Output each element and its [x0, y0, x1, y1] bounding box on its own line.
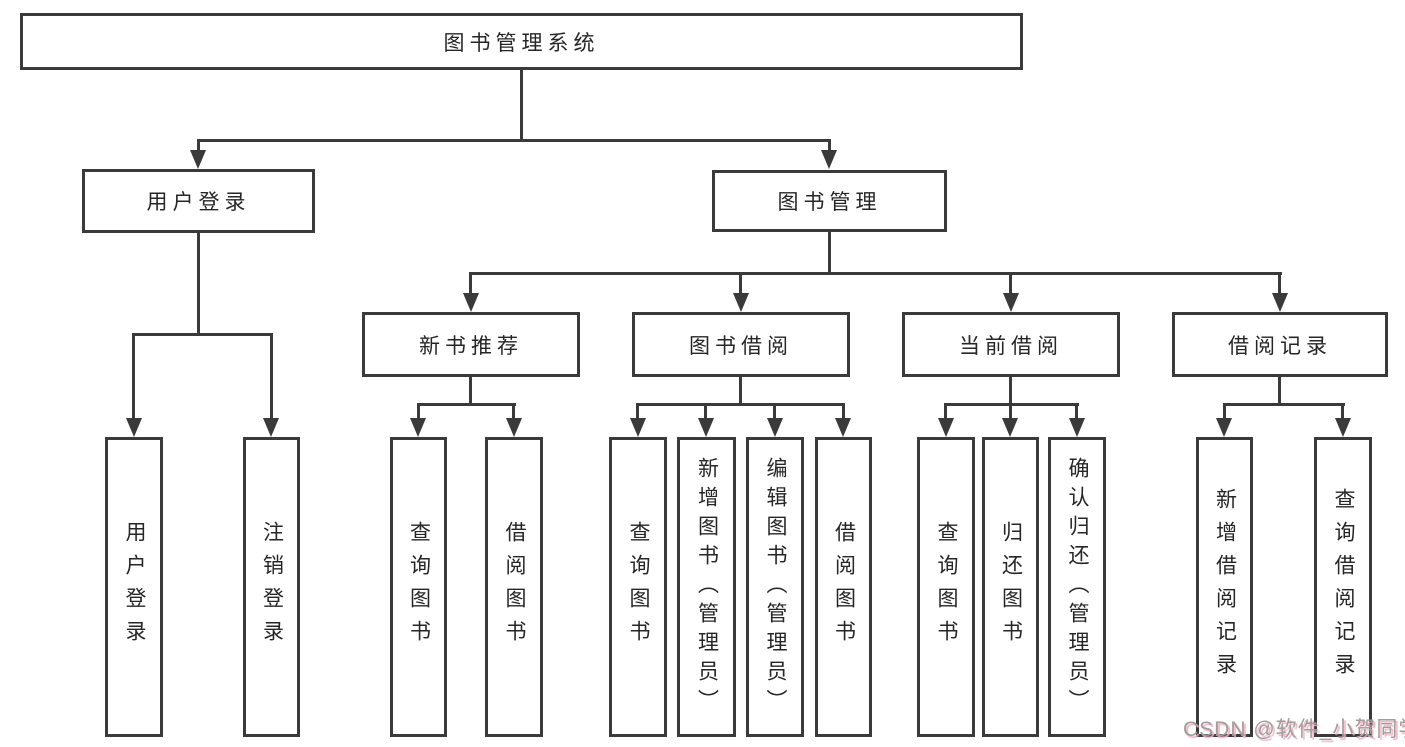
connector-bookborrow-vertical	[739, 377, 742, 406]
leaf-borrow-books: 借阅图书	[485, 437, 543, 737]
connector-newbook-vertical	[469, 377, 472, 406]
connector-newbook-horizontal	[417, 403, 516, 406]
connector-stem-borrowrecords	[1278, 272, 1281, 296]
arrow-down-icon	[1216, 418, 1232, 437]
connector-stem-leaf	[704, 403, 707, 420]
connector-root-vertical	[520, 70, 523, 142]
connector-borrowrecords-vertical	[1278, 377, 1281, 406]
connector-stem-currentborrow	[1009, 272, 1012, 296]
connector-stem-newbook	[469, 272, 472, 296]
leaf-user-login: 用户登录	[105, 437, 163, 737]
leaf-query-books: 查询图书	[917, 437, 975, 737]
node-book-borrowing: 图书借阅	[632, 312, 850, 377]
connector-stem-leaf	[270, 333, 273, 421]
leaf-add-borrow-record: 新增借阅记录	[1196, 437, 1253, 737]
connector-root-horizontal	[197, 139, 831, 142]
leaf-edit-books-admin: 编辑图书（管理员）	[746, 437, 804, 737]
connector-stem-leaf	[512, 403, 515, 420]
connector-stem-book-management	[828, 139, 831, 153]
connector-currentborrow-vertical	[1009, 377, 1012, 406]
leaf-logout: 注销登录	[243, 437, 300, 737]
arrow-down-icon	[733, 293, 749, 312]
node-current-borrowing: 当前借阅	[902, 312, 1120, 377]
connector-stem-leaf	[1223, 403, 1226, 420]
arrow-down-icon	[410, 418, 426, 437]
arrow-down-icon	[263, 418, 279, 437]
arrow-down-icon	[1069, 418, 1085, 437]
leaf-add-books-admin: 新增图书（管理员）	[677, 437, 736, 737]
connector-stem-bookborrow	[739, 272, 742, 296]
arrow-down-icon	[506, 418, 522, 437]
leaf-confirm-return-admin: 确认归还（管理员）	[1048, 437, 1106, 737]
leaf-borrow-books: 借阅图书	[815, 437, 872, 737]
arrow-down-icon	[821, 150, 837, 169]
connector-bookborrow-horizontal	[636, 403, 845, 406]
leaf-return-books: 归还图书	[982, 437, 1039, 737]
node-borrowing-records: 借阅记录	[1172, 312, 1388, 377]
arrow-down-icon	[698, 418, 714, 437]
arrow-down-icon	[835, 418, 851, 437]
connector-bookmgmt-vertical	[828, 232, 831, 274]
arrow-down-icon	[1002, 418, 1018, 437]
arrow-down-icon	[938, 418, 954, 437]
connector-bookmgmt-horizontal	[470, 272, 1282, 275]
leaf-query-books: 查询图书	[609, 437, 667, 737]
connector-stem-leaf	[636, 403, 639, 420]
arrow-down-icon	[1335, 418, 1351, 437]
connector-userlogin-horizontal	[132, 333, 273, 336]
connector-stem-leaf	[1075, 403, 1078, 420]
arrow-down-icon	[190, 150, 206, 169]
connector-stem-leaf	[773, 403, 776, 420]
leaf-query-books: 查询图书	[390, 437, 447, 737]
connector-stem-leaf	[132, 333, 135, 421]
arrow-down-icon	[1003, 293, 1019, 312]
arrow-down-icon	[767, 418, 783, 437]
connector-stem-leaf	[1341, 403, 1344, 420]
connector-stem-leaf	[1009, 403, 1012, 420]
connector-stem-leaf	[842, 403, 845, 420]
connector-stem-leaf	[944, 403, 947, 420]
csdn-watermark: CSDN @软件_小贺同学	[1183, 718, 1405, 741]
arrow-down-icon	[1272, 293, 1288, 312]
node-new-book-recommend: 新书推荐	[362, 312, 580, 377]
connector-borrowrecords-horizontal	[1223, 403, 1345, 406]
arrow-down-icon	[630, 418, 646, 437]
node-user-login: 用户登录	[82, 169, 315, 233]
connector-stem-user-login	[197, 139, 200, 153]
arrow-down-icon	[126, 418, 142, 437]
node-book-management: 图书管理	[712, 170, 947, 232]
arrow-down-icon	[463, 293, 479, 312]
connector-stem-leaf	[417, 403, 420, 420]
leaf-query-borrow-record: 查询借阅记录	[1314, 437, 1372, 737]
node-root-library-system: 图书管理系统	[20, 13, 1023, 70]
connector-userlogin-vertical	[197, 233, 200, 336]
